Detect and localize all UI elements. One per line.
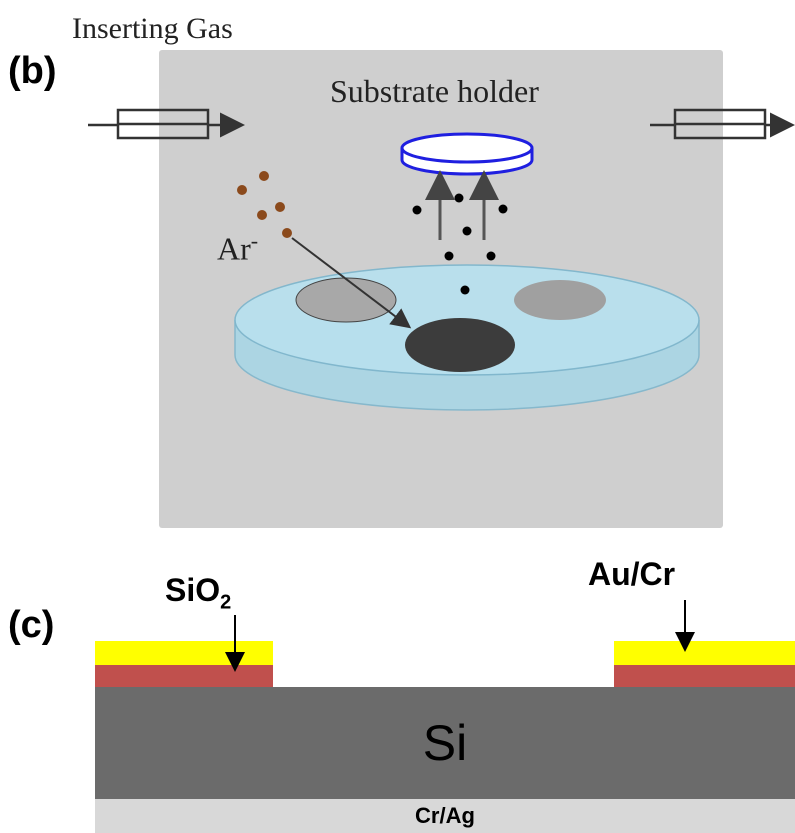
sio2-subscript: 2 xyxy=(220,591,232,614)
panel-c-label: (c) xyxy=(8,604,55,646)
target-center xyxy=(405,318,515,372)
ar-particles xyxy=(237,171,292,238)
ar-ion-symbol: Ar xyxy=(217,230,251,267)
right-sio2-layer xyxy=(614,665,795,687)
sio2-text: SiO xyxy=(165,572,221,608)
substrate-holder xyxy=(400,132,534,176)
back-contact-label: Cr/Ag xyxy=(415,803,475,828)
right-au-cr-layer xyxy=(614,641,795,665)
inserting-gas-label: Inserting Gas xyxy=(72,12,233,45)
ion-trajectory-arrow xyxy=(291,237,412,329)
target-right xyxy=(514,280,606,320)
sputtered-atoms xyxy=(412,193,508,295)
sputtering-diagram xyxy=(88,108,795,411)
silicon-label: Si xyxy=(422,715,468,771)
gas-outlet-valve xyxy=(650,108,795,140)
panel-b-label: (b) xyxy=(8,50,57,92)
ar-ion-charge: - xyxy=(250,228,259,253)
back-contact-layer xyxy=(95,799,795,833)
au-cr-label: Au/Cr xyxy=(588,556,676,592)
target-left xyxy=(295,277,397,323)
ar-ion-label: Ar- xyxy=(217,228,258,268)
gas-inlet-valve xyxy=(88,108,245,140)
silicon-substrate xyxy=(95,687,795,799)
layer-pointer-arrows xyxy=(225,600,695,672)
substrate-holder-label: Substrate holder xyxy=(330,73,539,109)
sio2-label: SiO2 xyxy=(165,572,231,614)
